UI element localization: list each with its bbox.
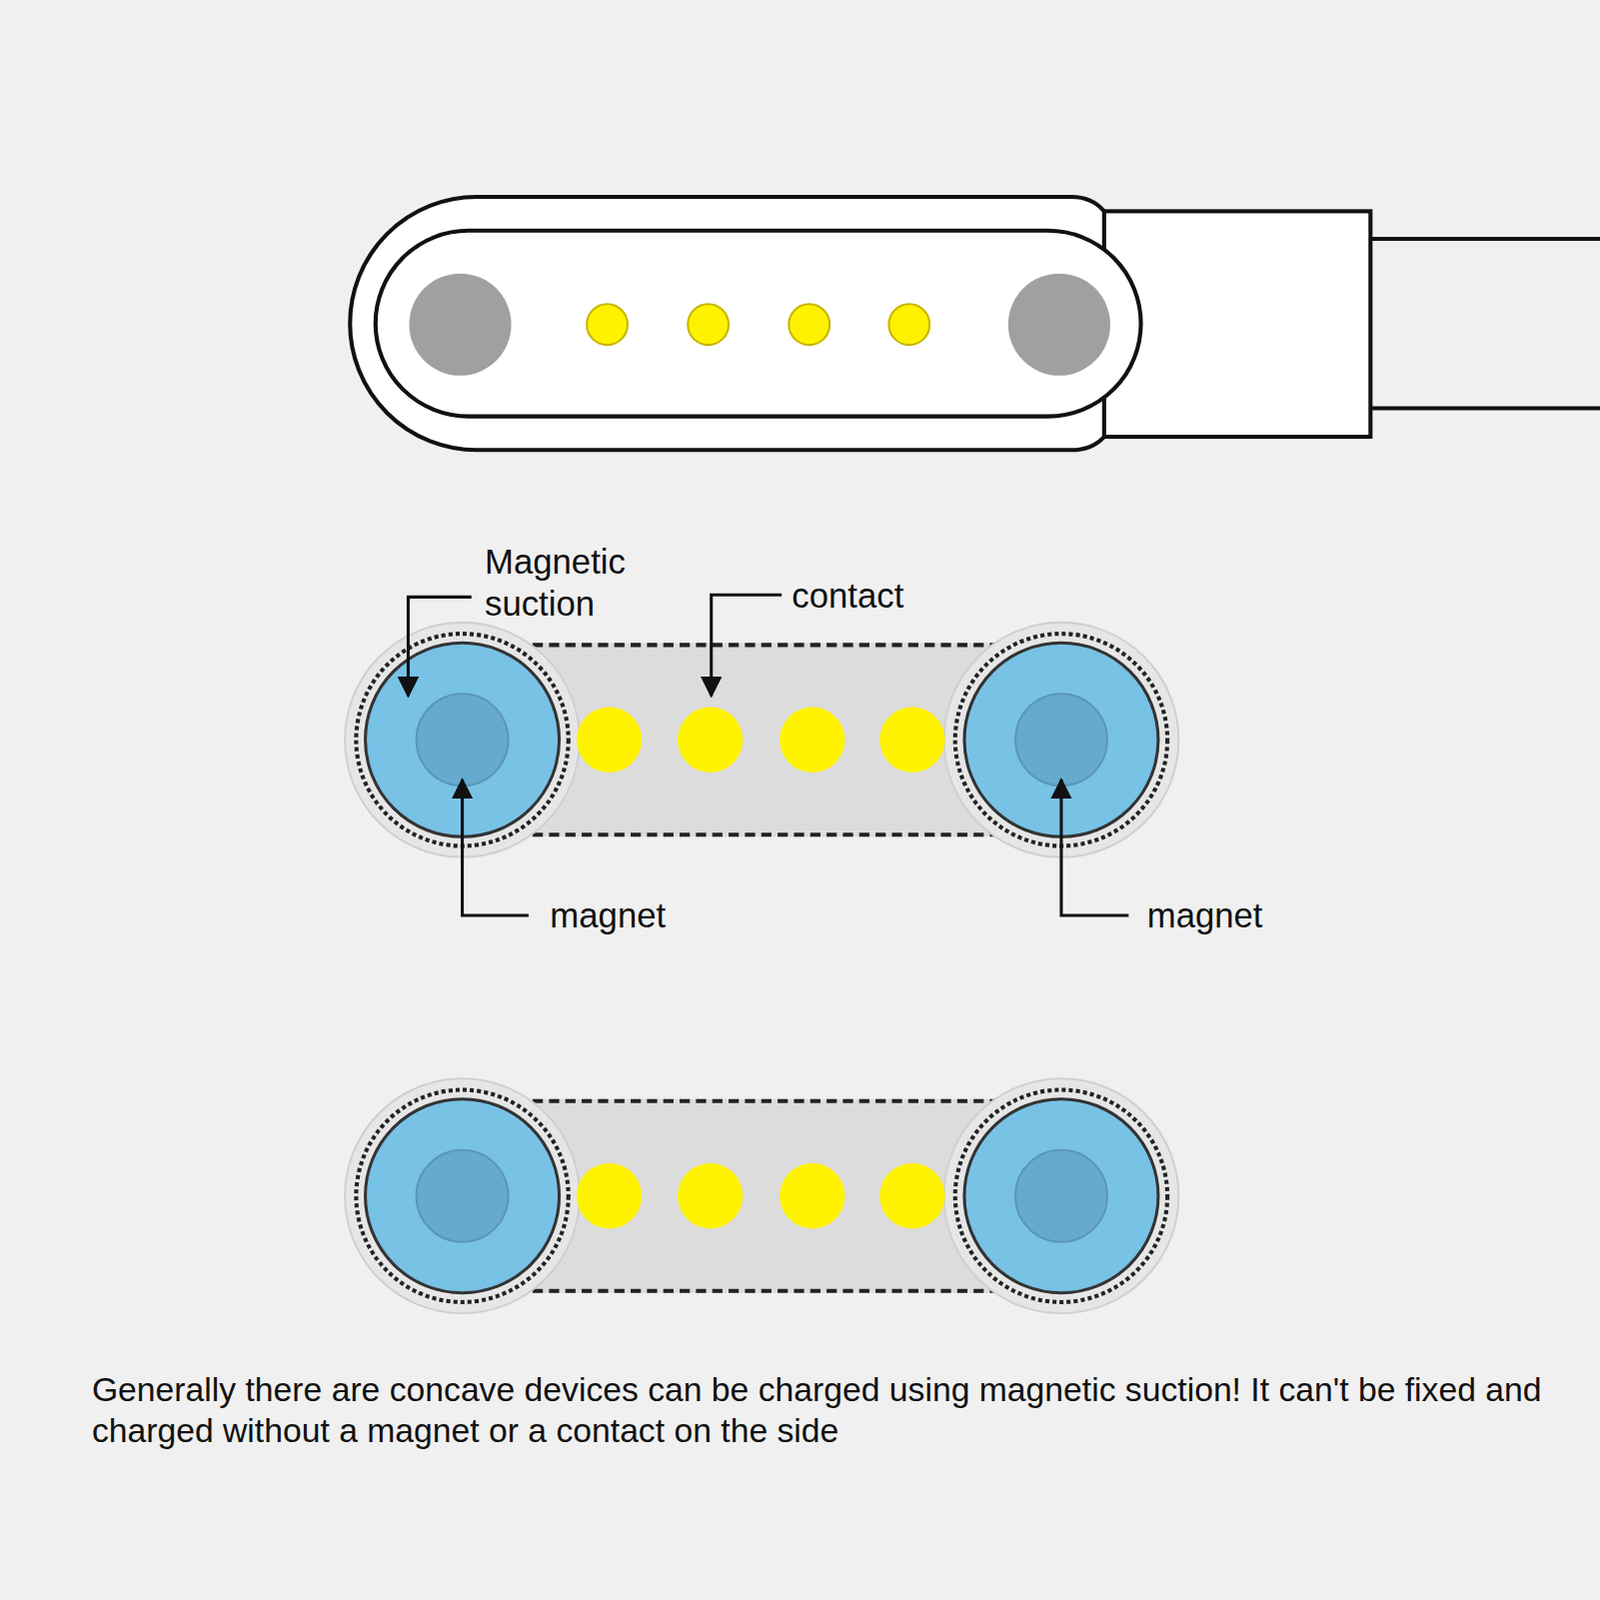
part-label: contact bbox=[791, 574, 904, 617]
part-label: magnet bbox=[1147, 895, 1264, 938]
part-label: Magnetic suction bbox=[484, 540, 674, 624]
part-label: magnet bbox=[549, 895, 666, 938]
caption: Generally there are concave devices can … bbox=[91, 1369, 1552, 1452]
